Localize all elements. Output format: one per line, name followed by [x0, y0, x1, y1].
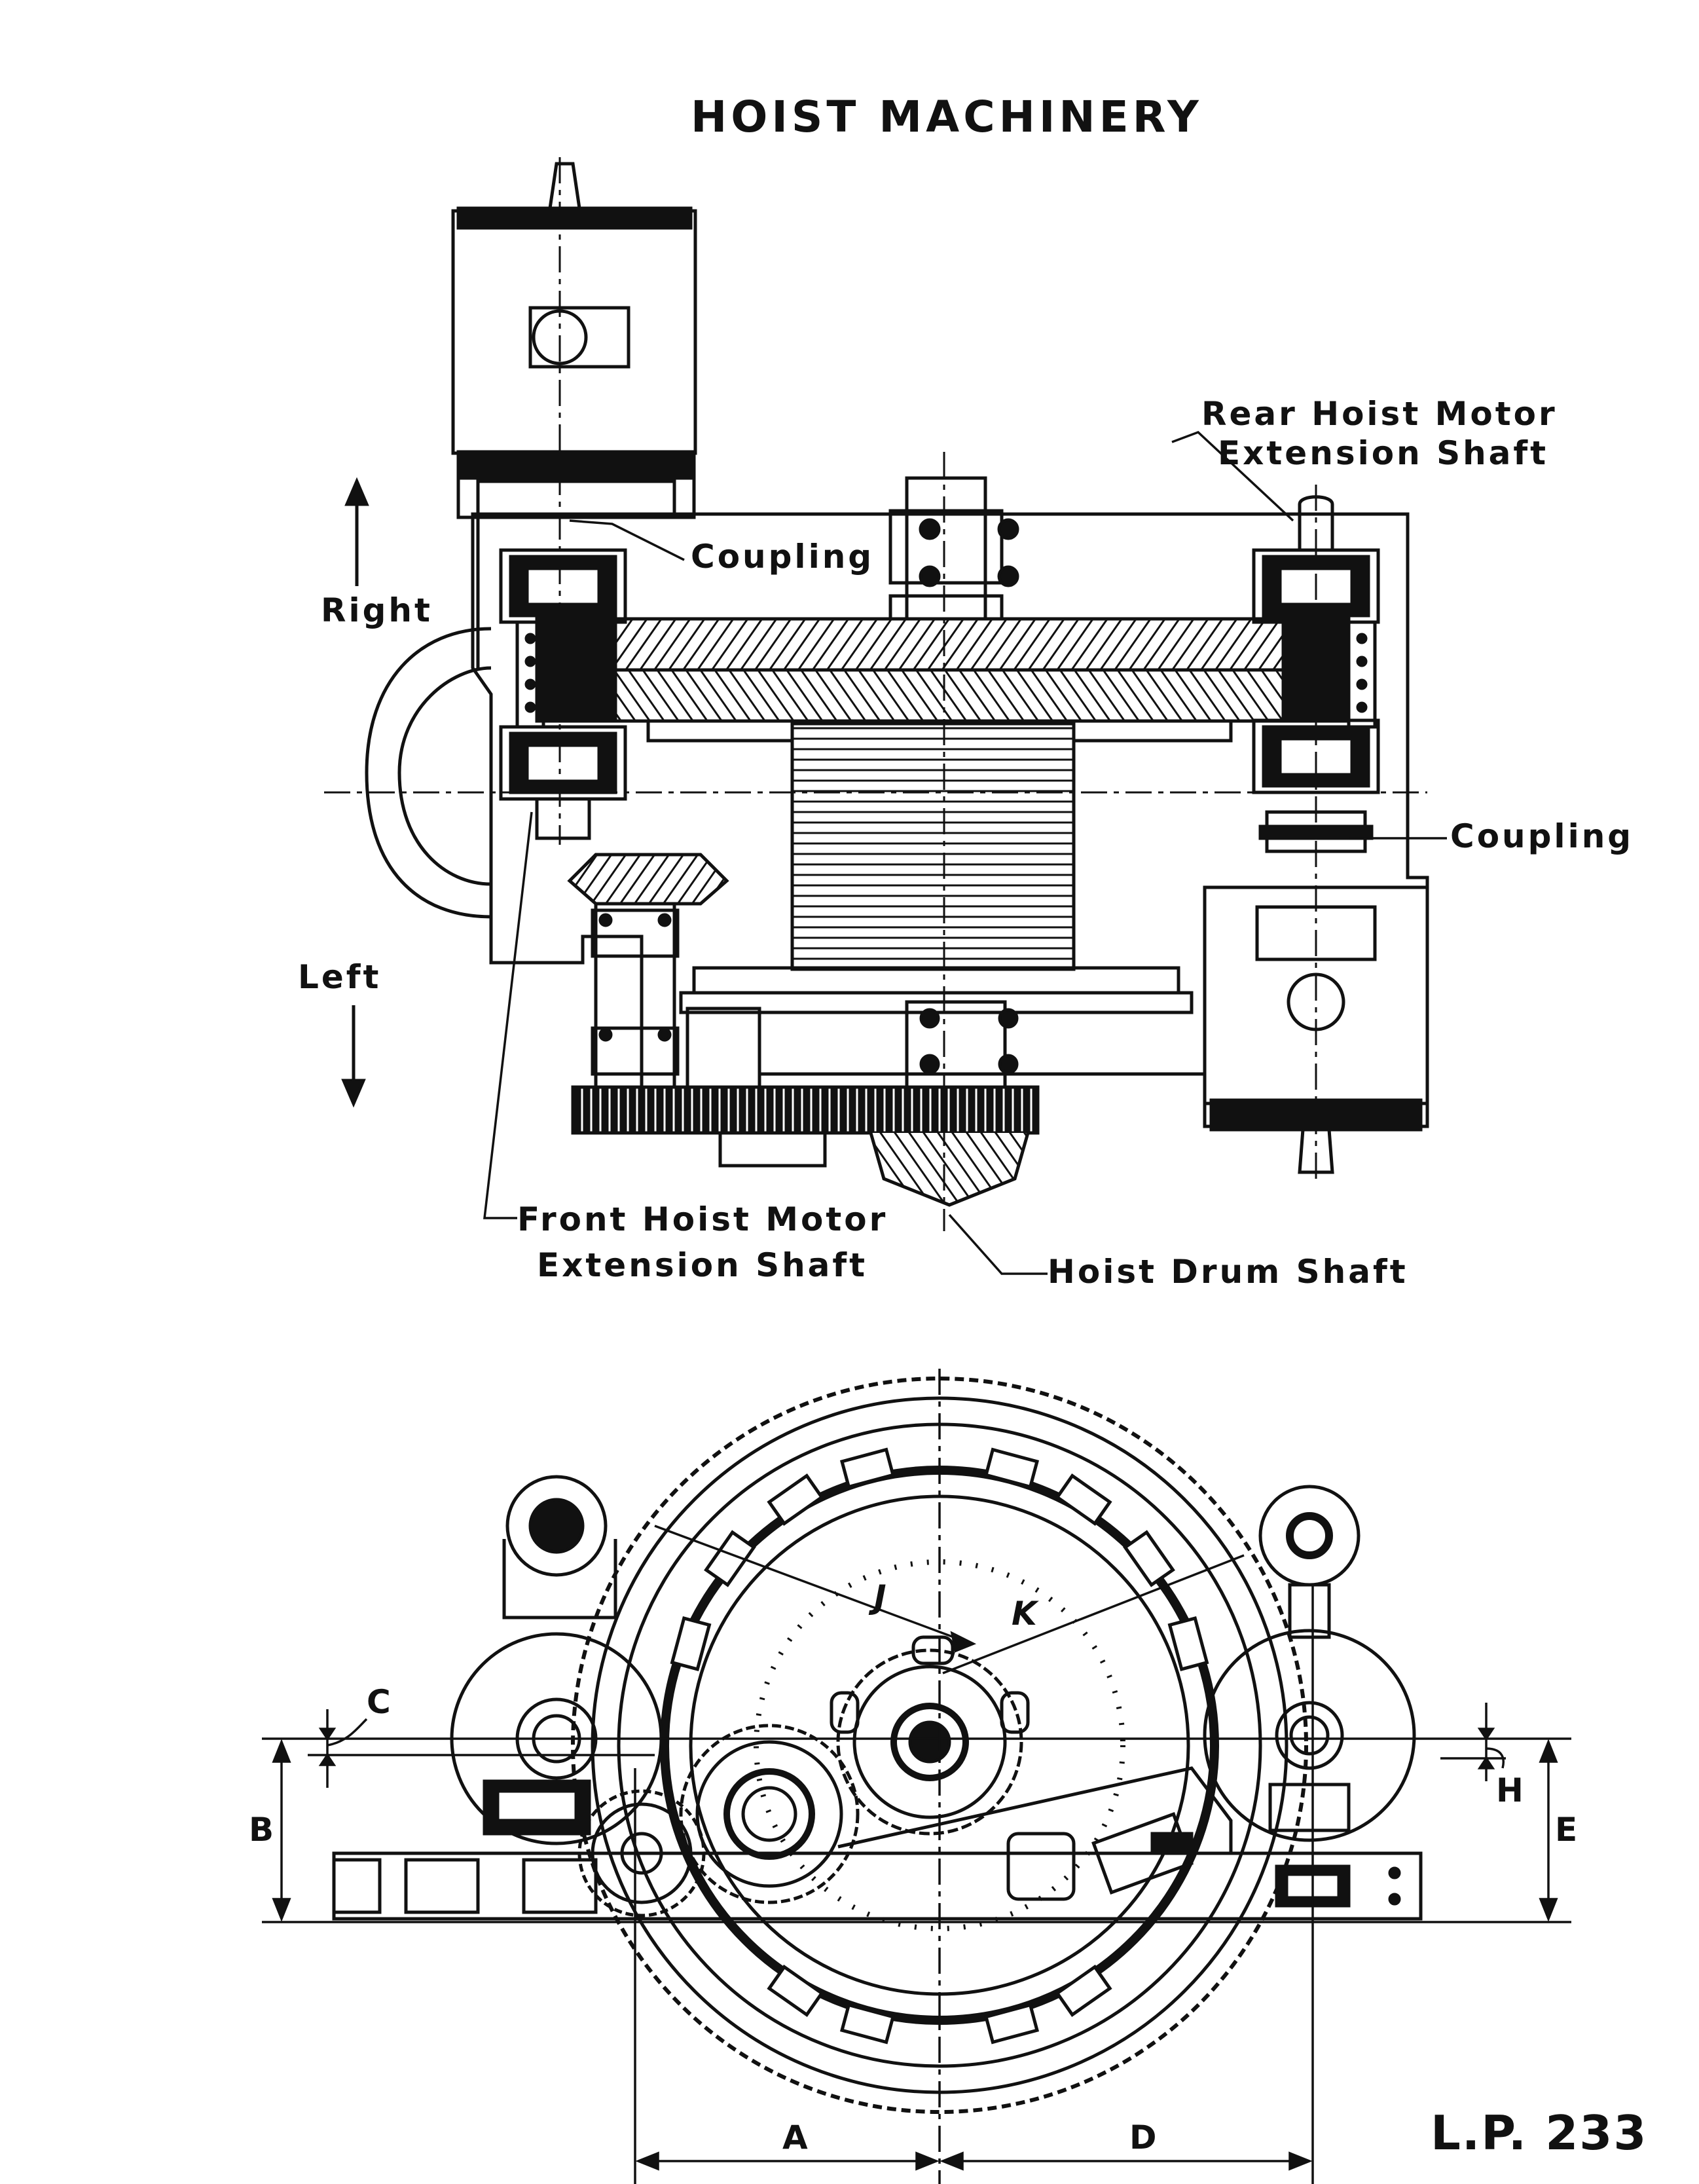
- plate-number: L.P. 233: [1431, 2105, 1648, 2160]
- helical-gear: [535, 617, 1351, 743]
- coupling-label-right: Coupling: [1450, 817, 1634, 855]
- hoist-drum-shaft-label: Hoist Drum Shaft: [1048, 1253, 1408, 1291]
- dimension-lines: [262, 1369, 1571, 2184]
- left-coupling-stack: [499, 548, 627, 840]
- bevel-pinion-stack: [567, 853, 729, 1096]
- rear-hoist-motor-label-line1: Rear Hoist Motor: [1201, 395, 1558, 433]
- bottom-view: [332, 1377, 1423, 2114]
- leader-k: [942, 1554, 1245, 1675]
- leader-lines-top: [483, 430, 1447, 1275]
- dimension-label-h: H: [1496, 1771, 1526, 1809]
- dimension-label-e: E: [1555, 1811, 1580, 1849]
- dimension-label-a: A: [782, 2119, 811, 2156]
- dimension-label-c: C: [367, 1683, 393, 1721]
- right-direction-label: Right: [321, 591, 433, 629]
- front-hoist-motor-label-line1: Front Hoist Motor: [517, 1200, 888, 1238]
- cable-drum: [679, 722, 1194, 1014]
- dimension-label-k: K: [1012, 1595, 1040, 1633]
- dimension-label-b: B: [249, 1811, 277, 1849]
- lower-spur-gear: [571, 1000, 1040, 1207]
- front-hoist-motor: [451, 162, 697, 519]
- center-bearing: [888, 476, 1019, 621]
- hub-gear: [830, 1635, 1030, 1836]
- leader-j: [654, 1525, 963, 1642]
- left-direction-label: Left: [298, 958, 382, 996]
- page-title: HOIST MACHINERY: [691, 92, 1203, 142]
- intermediate-gear: [679, 1724, 860, 1904]
- top-view: [324, 157, 1447, 1275]
- left-motor-end: [450, 1475, 663, 1845]
- dimension-label-j: J: [874, 1578, 889, 1616]
- base-frame: [332, 1766, 1423, 1921]
- coupling-label-upper: Coupling: [691, 538, 875, 576]
- rear-hoist-motor-label-line2: Extension Shaft: [1218, 434, 1549, 472]
- dimension-label-d: D: [1129, 2119, 1160, 2156]
- right-motor-end: [1203, 1485, 1416, 1842]
- front-hoist-motor-label-line2: Extension Shaft: [537, 1246, 868, 1284]
